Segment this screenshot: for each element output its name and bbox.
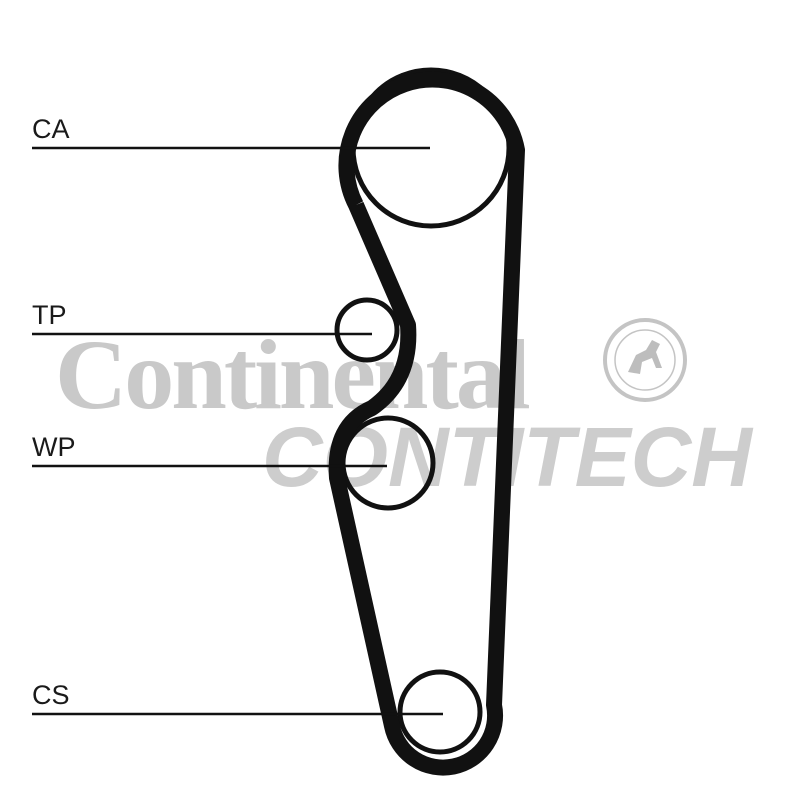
tensioner-pulley — [334, 297, 400, 363]
crankshaft-pulley — [397, 669, 483, 755]
timing-belt — [328, 71, 525, 776]
label-wp: WP — [32, 432, 76, 462]
label-ca: CA — [32, 114, 70, 144]
label-tp: TP — [32, 300, 67, 330]
label-cs: CS — [32, 680, 70, 710]
watermark-continental: Continental — [55, 319, 530, 430]
horse-seal-icon — [603, 318, 687, 402]
